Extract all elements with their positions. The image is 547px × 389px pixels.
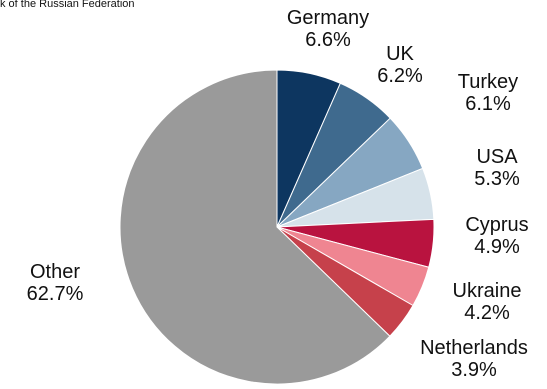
slice-value-usa: 5.3% (474, 168, 520, 190)
slice-label-cyprus: Cyprus (465, 214, 528, 236)
slice-value-ukraine: 4.2% (464, 302, 510, 324)
slice-label-netherlands: Netherlands (420, 337, 528, 359)
slice-value-germany: 6.6% (305, 29, 351, 51)
slice-label-ukraine: Ukraine (453, 280, 522, 302)
slice-label-germany: Germany (287, 7, 369, 29)
pie-slice-other (119, 69, 391, 385)
source-caption: k of the Russian Federation (0, 0, 135, 10)
slice-value-uk: 6.2% (377, 65, 423, 87)
slice-value-netherlands: 3.9% (451, 359, 497, 381)
slice-label-uk: UK (386, 43, 414, 65)
slice-label-turkey: Turkey (458, 71, 518, 93)
slice-value-cyprus: 4.9% (474, 236, 520, 258)
slice-value-turkey: 6.1% (465, 93, 511, 115)
slice-label-usa: USA (476, 146, 518, 168)
slice-label-other: Other (30, 261, 80, 283)
slice-value-other: 62.7% (27, 283, 84, 305)
